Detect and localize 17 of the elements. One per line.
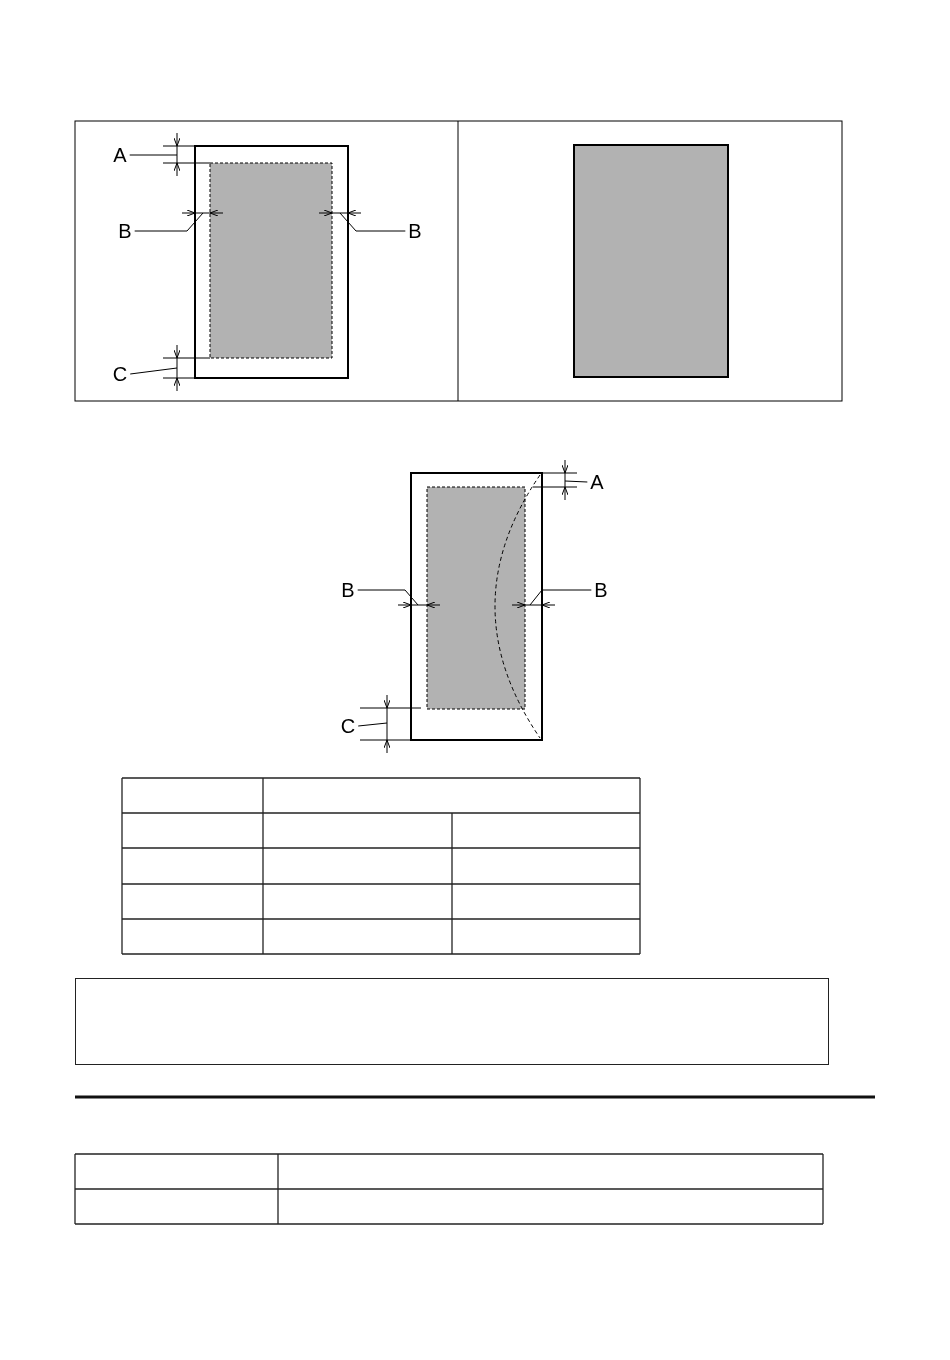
leader-line [129, 154, 178, 156]
callout-letter: B [118, 221, 132, 241]
callout-letter: B [341, 580, 355, 600]
note-box [75, 978, 829, 1065]
leader-line [129, 367, 178, 375]
leader-line [357, 589, 419, 606]
leader-line [529, 589, 592, 606]
leader-line [339, 212, 406, 232]
callout-letter: C [340, 716, 356, 736]
leader-line [564, 480, 588, 483]
callout-letter: A [590, 472, 604, 492]
callout-letter: A [113, 145, 127, 165]
leader-line [357, 722, 388, 727]
callout-letter: B [594, 580, 608, 600]
callout-letter: C [112, 364, 128, 384]
callout-letter: B [408, 221, 422, 241]
leader-line [134, 212, 204, 232]
